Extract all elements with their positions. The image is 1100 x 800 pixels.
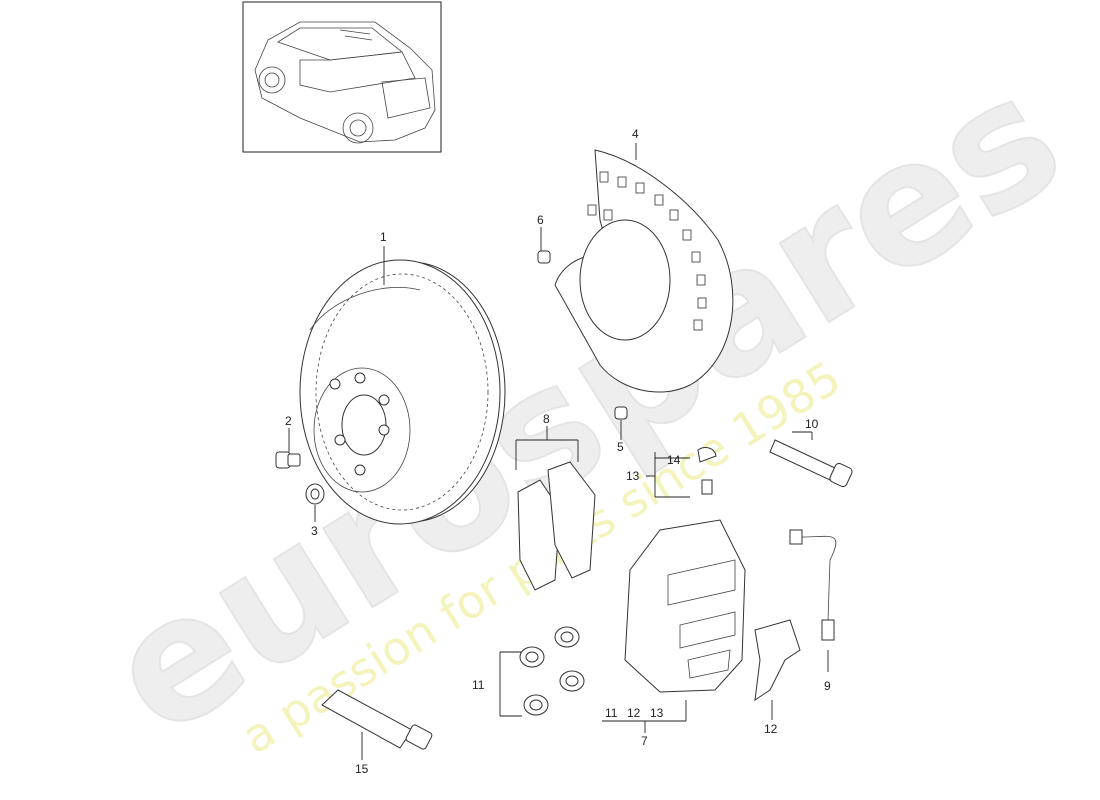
callout-12: 12 xyxy=(764,722,778,736)
plug-icon xyxy=(305,483,325,505)
callout-9: 9 xyxy=(824,679,831,693)
callout-2: 2 xyxy=(285,414,292,428)
callout-13: 13 xyxy=(626,469,640,483)
callout-3: 3 xyxy=(311,524,318,538)
caliper-bolt-icon xyxy=(769,439,853,488)
wheel-bolt-icon xyxy=(275,451,301,469)
watermark: eurospares a passion for parts since 198… xyxy=(76,36,1094,776)
splash-shield-icon xyxy=(537,149,734,420)
wear-sensor-icon xyxy=(789,529,837,641)
callout-10: 10 xyxy=(805,417,819,431)
spring-clip-icon xyxy=(754,619,801,702)
suv-thumbnail-icon xyxy=(254,21,436,144)
callout-14: 14 xyxy=(667,453,681,467)
brake-disc-icon xyxy=(299,259,506,525)
grease-tube-icon xyxy=(321,689,433,750)
callout-11: 11 xyxy=(472,678,485,692)
caliper-group-12: 12 xyxy=(627,706,641,720)
bleeder-valve-icon xyxy=(697,447,717,495)
piston-seal-icon xyxy=(519,626,585,716)
caliper-group-13: 13 xyxy=(650,706,664,720)
brake-caliper-icon xyxy=(624,519,746,693)
callout-1: 1 xyxy=(380,230,387,244)
callout-5: 5 xyxy=(617,440,624,454)
callout-4: 4 xyxy=(632,127,639,141)
callout-8: 8 xyxy=(543,412,550,426)
brake-pad-icon xyxy=(517,461,596,591)
leader-lines xyxy=(288,143,829,760)
callout-7: 7 xyxy=(641,734,648,748)
callout-6: 6 xyxy=(537,213,544,227)
watermark-brand: eurospares xyxy=(77,37,1093,775)
vehicle-thumbnail xyxy=(242,1,442,153)
callout-15: 15 xyxy=(355,762,369,776)
callouts: 1 2 3 4 5 6 7 8 9 10 11 12 13 14 15 11 1… xyxy=(285,127,831,776)
caliper-group-11: 11 xyxy=(605,706,618,720)
